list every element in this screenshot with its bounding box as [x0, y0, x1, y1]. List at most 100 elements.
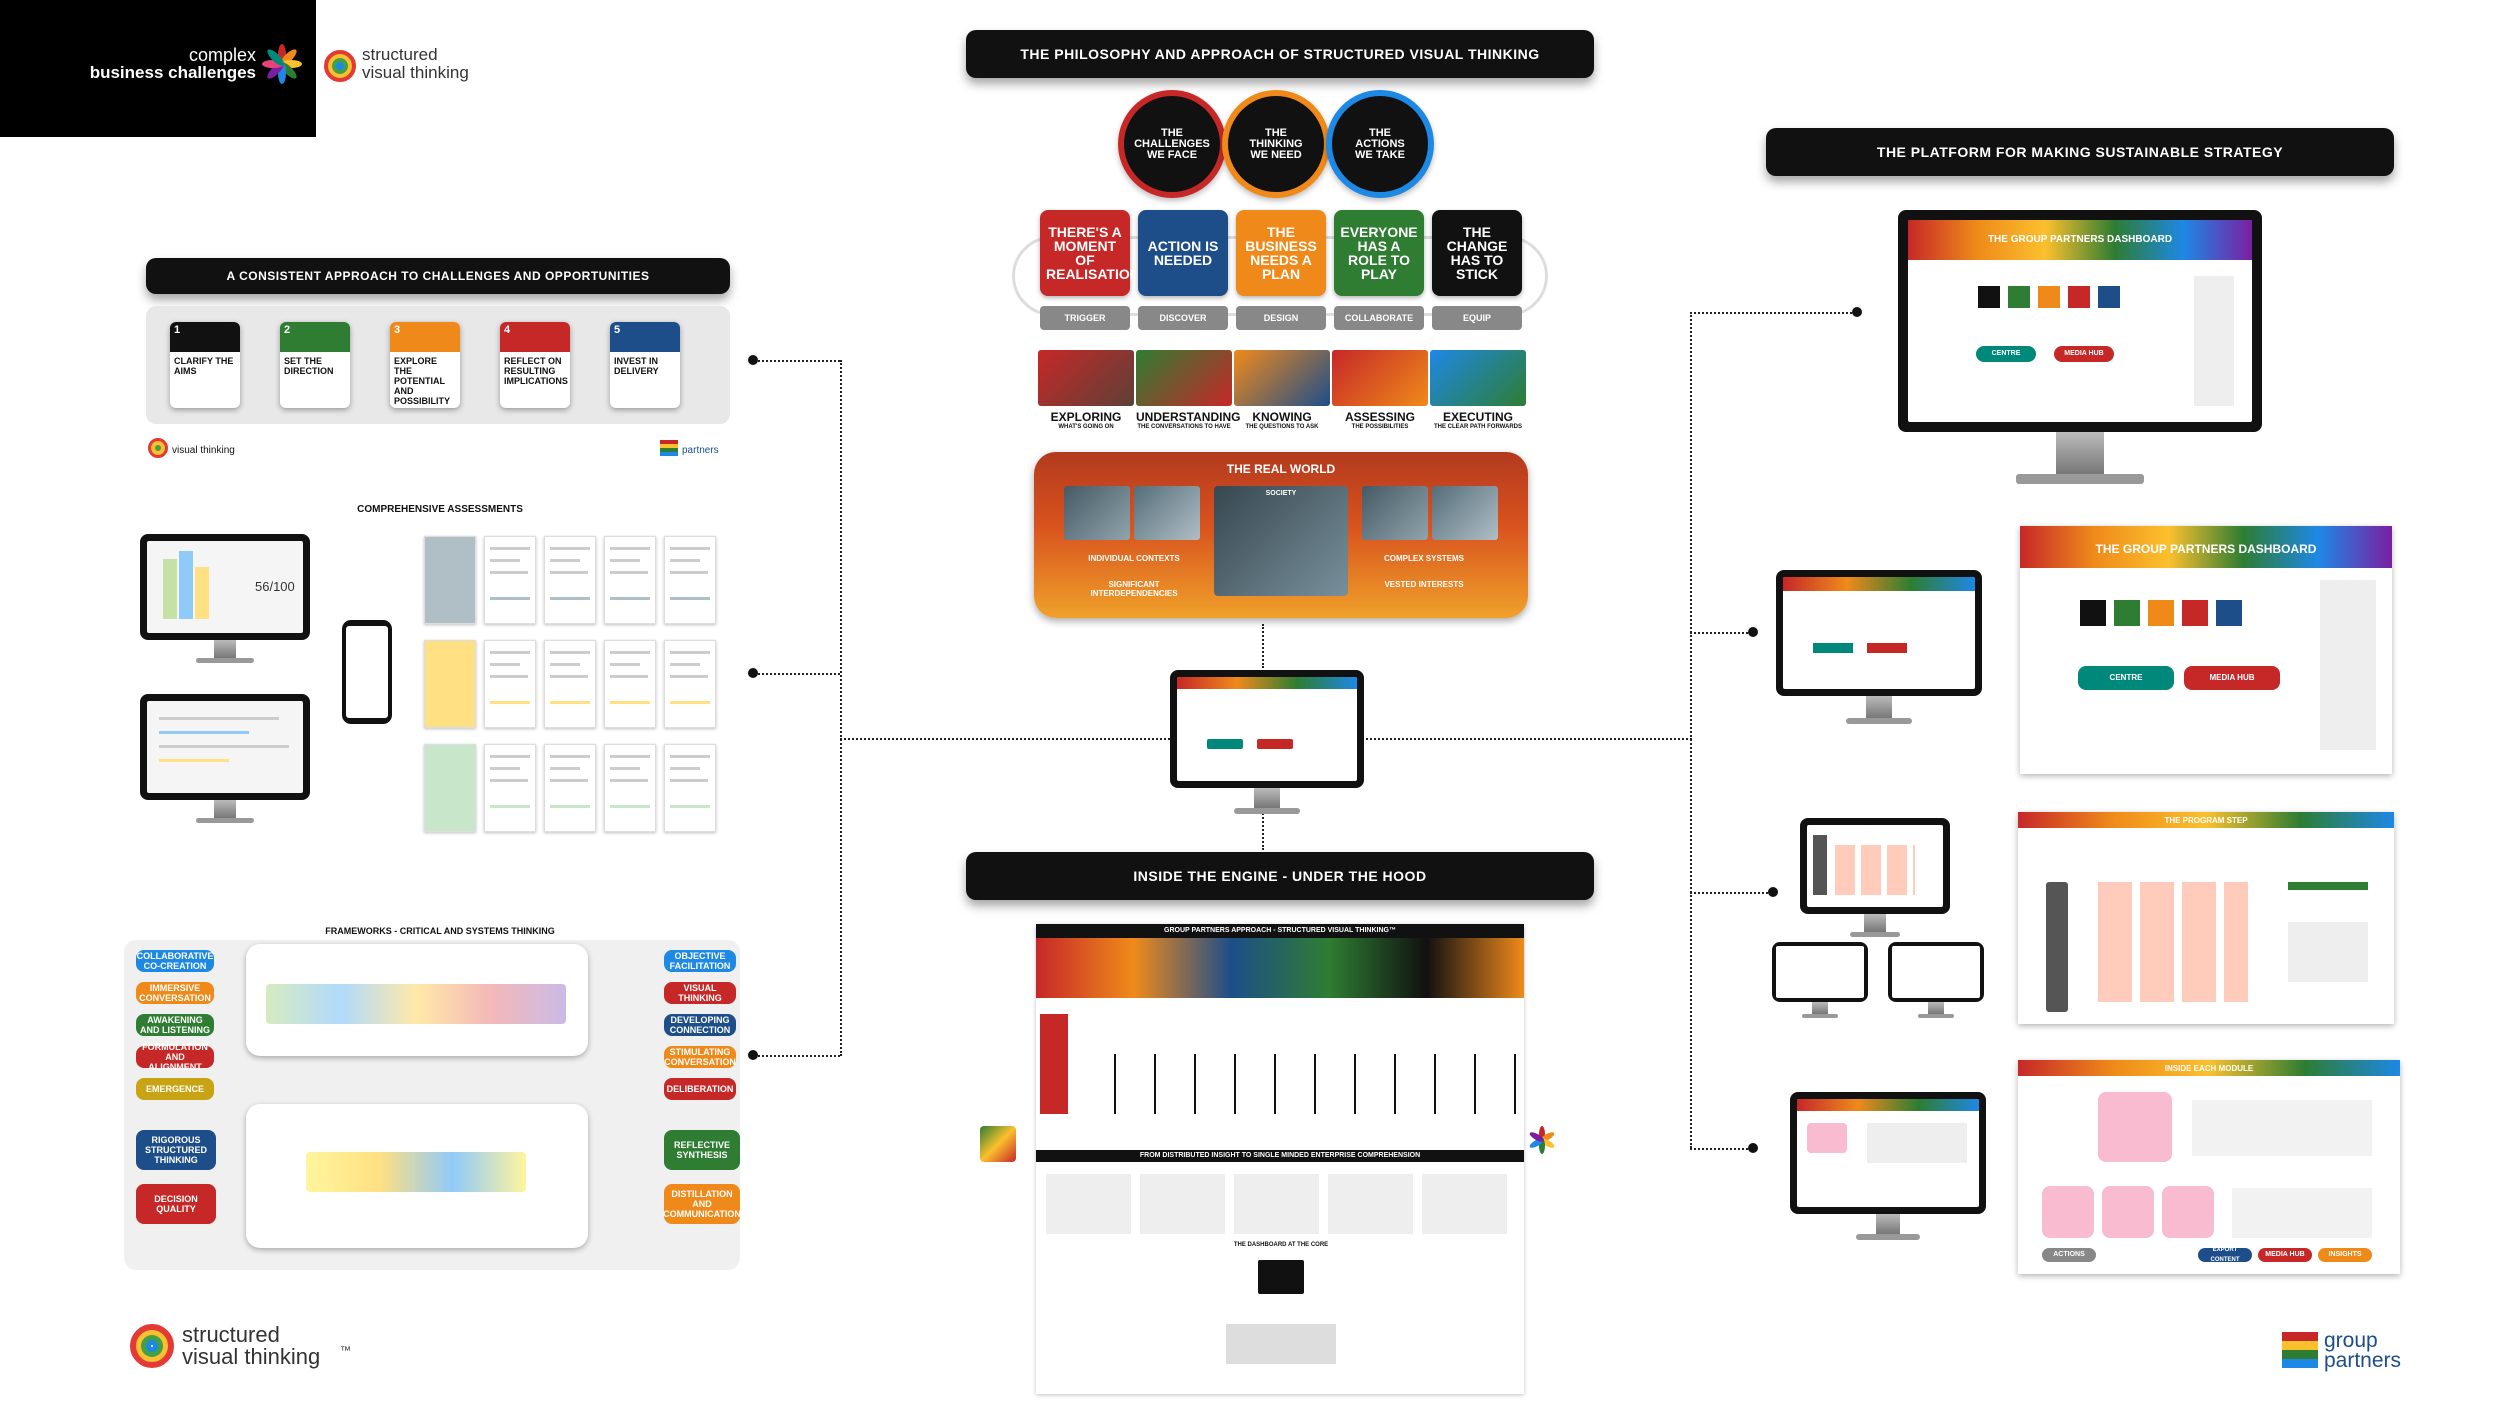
assessment-doc: [664, 536, 716, 624]
assessment-doc: [664, 640, 716, 728]
activity-label: ASSESSING: [1344, 410, 1416, 424]
svt-mini-logo: [148, 438, 168, 458]
assessment-phone: [342, 620, 392, 724]
framework-pill: DEVELOPING CONNECTION: [664, 1014, 736, 1036]
assessment-doc: [484, 640, 536, 728]
svt-logo-line2: visual thinking: [362, 63, 469, 82]
activity-image: [1038, 350, 1134, 406]
step-number: 4: [504, 324, 511, 336]
gp-mini-flag: [660, 440, 678, 456]
journey-card: THE BUSINESS NEEDS A PLAN: [1236, 210, 1326, 296]
svt-mini-text: visual thinking: [172, 445, 235, 456]
activity-label: EXECUTING: [1442, 410, 1513, 424]
assessments-title: COMPREHENSIVE ASSESSMENTS: [357, 504, 523, 515]
platform-centre-pill: CENTRE: [1976, 346, 2036, 362]
header-logo-line1: complex: [188, 45, 256, 65]
step-number: 5: [614, 324, 621, 336]
platform-small-monitor-1: [1776, 570, 1982, 728]
step-label: INVEST IN DELIVERY: [614, 356, 659, 376]
engine-title: GROUP PARTNERS APPROACH - STRUCTURED VIS…: [1164, 927, 1396, 934]
dashboard-card-media: MEDIA HUB: [2184, 666, 2280, 690]
step-number: 3: [394, 324, 401, 336]
dashboard-card-centre: CENTRE: [2078, 666, 2174, 690]
society-label: SOCIETY: [1265, 490, 1297, 497]
vested-interests: VESTED INTERESTS: [1384, 580, 1464, 589]
program-monitor-3: [1888, 942, 1984, 1020]
step-number: 1: [174, 324, 181, 336]
framework-pill: OBJECTIVE FACILITATION: [664, 950, 736, 972]
journey-phase: COLLABORATE: [1334, 306, 1424, 330]
header-logo-line2: business challenges: [89, 63, 256, 82]
framework-pill: AWAKENING AND LISTENING: [136, 1014, 214, 1036]
svt-footer-tm: ™: [340, 1345, 351, 1357]
philosophy-circle: THE CHALLENGES WE FACE: [1124, 96, 1220, 192]
framework-pill: DISTILLATION AND COMMUNICATION: [663, 1184, 741, 1224]
framework-pill: FORMULATION AND ALIGNMENT: [136, 1042, 214, 1072]
assessment-doc: [664, 744, 716, 832]
framework-pill: EMERGENCE: [136, 1078, 214, 1100]
svt-logo-ring: [324, 50, 356, 82]
assessment-score: 56/100: [255, 579, 295, 594]
engine-sub: FROM DISTRIBUTED INSIGHT TO SINGLE MINDE…: [1139, 1152, 1421, 1159]
real-world-title: THE REAL WORLD: [1226, 462, 1336, 476]
svt-footer-line1: structured: [182, 1322, 280, 1347]
framework-pill: IMMERSIVE CONVERSATION: [136, 982, 214, 1004]
framework-pill: COLLABORATIVE CO-CREATION: [136, 950, 214, 972]
philosophy-circle: THE ACTIONS WE TAKE: [1332, 96, 1428, 192]
program-step-title: THE PROGRAM STEP: [2164, 816, 2248, 825]
engine-side-badge: [980, 1126, 1016, 1162]
assessment-monitor-1: 56/100: [140, 534, 310, 664]
consistent-banner: A CONSISTENT APPROACH TO CHALLENGES AND …: [146, 258, 730, 294]
frameworks-title: FRAMEWORKS - CRITICAL AND SYSTEMS THINKI…: [325, 926, 555, 936]
platform-dashboard-card: THE GROUP PARTNERS DASHBOARD CENTRE MEDI…: [2020, 526, 2392, 774]
journey-card: ACTION IS NEEDED: [1138, 210, 1228, 296]
assessment-doc: [424, 744, 476, 832]
activity-sub: THE CONVERSATIONS TO HAVE: [1137, 424, 1231, 430]
framework-pill: DELIBERATION: [664, 1078, 736, 1100]
assessment-doc: [424, 536, 476, 624]
activity-image: [1332, 350, 1428, 406]
platform-main-monitor: THE GROUP PARTNERS DASHBOARD CENTRE MEDI…: [1898, 210, 2262, 492]
engine-dashboard-label: THE DASHBOARD AT THE CORE: [1233, 1242, 1329, 1248]
assessment-doc: [604, 640, 656, 728]
assessment-doc: [544, 744, 596, 832]
step-label: CLARIFY THE AIMS: [174, 356, 234, 376]
assessment-doc: [544, 536, 596, 624]
activity-sub: WHAT'S GOING ON: [1058, 424, 1114, 430]
philosophy-circle: THE THINKING WE NEED: [1228, 96, 1324, 192]
module-monitor: [1790, 1092, 1986, 1244]
step-label: EXPLORE THE POTENTIAL AND POSSIBILITY: [394, 356, 451, 406]
svt-logo-line1: structured: [362, 45, 438, 64]
pinwheel-icon: [262, 44, 302, 84]
framework-pill: REFLECTIVE SYNTHESIS: [664, 1130, 740, 1170]
module-actions-pill: ACTIONS: [2042, 1248, 2096, 1262]
activity-label: KNOWING: [1252, 410, 1312, 424]
svt-footer-line2: visual thinking: [182, 1344, 321, 1369]
assessment-doc: [424, 640, 476, 728]
journey-phase: DESIGN: [1236, 306, 1326, 330]
activity-label: EXPLORING: [1050, 410, 1122, 424]
journey-card: EVERYONE HAS A ROLE TO PLAY: [1334, 210, 1424, 296]
platform-media-pill: MEDIA HUB: [2054, 346, 2114, 362]
program-monitor-1: [1800, 818, 1950, 938]
framework-pill: VISUAL THINKING: [664, 982, 736, 1004]
real-world-panel: THE REAL WORLD SOCIETY INDIVIDUAL CONTEX…: [1034, 452, 1528, 618]
complex-systems: COMPLEX SYSTEMS: [1383, 554, 1464, 563]
assessment-doc: [604, 536, 656, 624]
module-media-pill: MEDIA HUB: [2258, 1248, 2312, 1262]
activity-sub: THE QUESTIONS TO ASK: [1245, 424, 1319, 430]
centre-dashboard-monitor: [1170, 670, 1364, 816]
gp-footer-line2: partners: [2324, 1349, 2402, 1372]
philosophy-banner: THE PHILOSOPHY AND APPROACH OF STRUCTURE…: [966, 30, 1594, 78]
journey-card: THE CHANGE HAS TO STICK: [1432, 210, 1522, 296]
frameworks-map-bottom: [246, 1104, 588, 1248]
gp-footer-flag: [2282, 1332, 2318, 1368]
module-insights-pill: INSIGHTS: [2318, 1248, 2372, 1262]
module-export-pill: EXPORT CONTENT: [2198, 1247, 2252, 1263]
journey-phase: DISCOVER: [1138, 306, 1228, 330]
